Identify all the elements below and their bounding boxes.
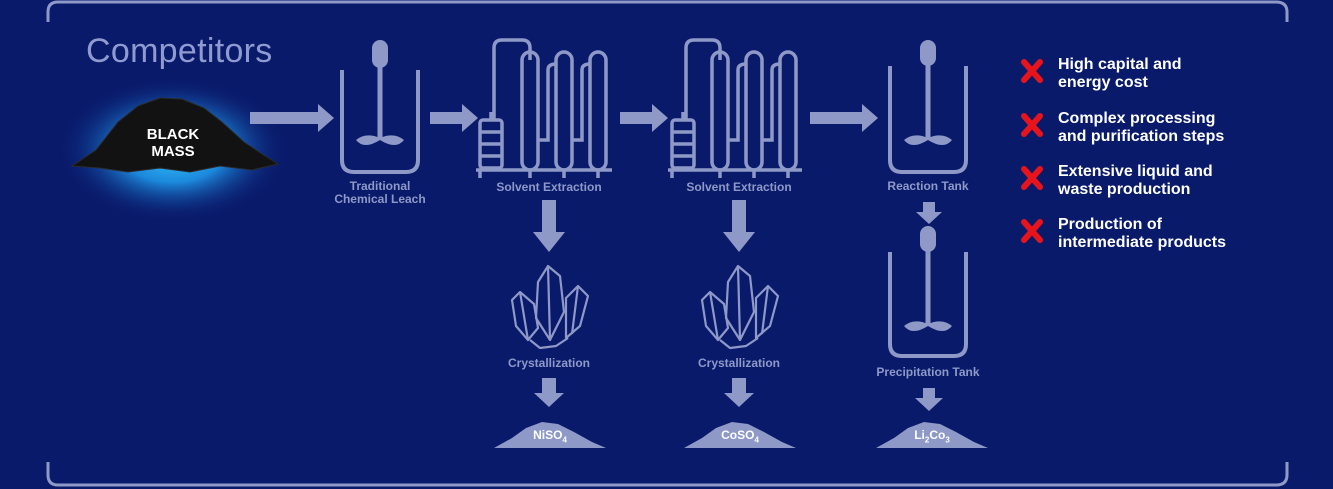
page-title: Competitors — [86, 32, 273, 70]
sx2-label: Solvent Extraction — [686, 180, 792, 194]
con-line2: intermediate products — [1058, 234, 1227, 251]
arrow-icon — [810, 104, 878, 132]
reaction-tank-label: Reaction Tank — [887, 179, 969, 193]
con-line1: Production of — [1058, 216, 1162, 233]
product-li2co3-sub2: 3 — [945, 435, 950, 445]
black-mass-pile-icon — [70, 97, 280, 173]
product-niso4-base: NiSO — [533, 428, 563, 442]
con-line1: Extensive liquid and — [1058, 163, 1213, 180]
arrow-icon — [620, 104, 668, 132]
powder-icon — [494, 422, 606, 448]
arrow-icon — [534, 378, 564, 407]
product-li2co3-base: Li — [914, 428, 925, 442]
con-text: High capital and energy cost — [1058, 56, 1318, 92]
powder-icon — [876, 422, 988, 448]
black-mass-label: BLACK MASS — [118, 126, 228, 160]
product-niso4-sub: 4 — [562, 435, 567, 445]
leach-label-line2: Chemical Leach — [334, 192, 426, 206]
con-text: Extensive liquid and waste production — [1058, 163, 1318, 199]
product-li2co3: Li2Co3 — [872, 428, 992, 444]
arrow-icon — [915, 388, 943, 411]
frame-bottom — [46, 462, 1289, 487]
crystal-icon — [510, 264, 590, 350]
product-coso4-base: CoSO — [721, 428, 755, 442]
cross-icon — [1021, 219, 1043, 243]
arrow-icon — [723, 200, 755, 252]
arrow-icon — [724, 378, 754, 407]
cryst1-label: Crystallization — [507, 356, 591, 370]
frame-top — [46, 0, 1289, 22]
leach-label-line1: Traditional — [349, 179, 411, 193]
product-li2co3-sub: 2 — [924, 435, 930, 445]
con-line2: energy cost — [1058, 74, 1148, 91]
cross-icon — [1021, 113, 1043, 137]
product-coso4: CoSO4 — [680, 428, 800, 444]
leach-tank-icon — [340, 40, 420, 174]
con-text: Complex processing and purification step… — [1058, 110, 1318, 146]
con-line1: Complex processing — [1058, 110, 1216, 127]
precipitation-tank-label: Precipitation Tank — [876, 365, 980, 379]
black-mass-line2: MASS — [151, 143, 195, 160]
solvent-extraction-column-icon — [476, 38, 612, 178]
product-coso4-sub: 4 — [754, 435, 759, 445]
arrow-icon — [250, 104, 334, 132]
cross-icon — [1021, 59, 1043, 83]
con-line2: waste production — [1058, 181, 1191, 198]
solvent-extraction-column-icon — [668, 38, 802, 178]
cross-icon — [1021, 166, 1043, 190]
leach-label: Traditional Chemical Leach — [330, 180, 430, 206]
precipitation-tank-icon — [888, 226, 968, 358]
black-mass-line1: BLACK — [146, 126, 200, 143]
product-li2co3-base2: Co — [929, 428, 946, 442]
arrow-icon — [533, 200, 565, 252]
reaction-tank-icon — [888, 40, 968, 174]
product-niso4: NiSO4 — [490, 428, 610, 444]
con-line1: High capital and — [1058, 56, 1182, 73]
con-line2: and purification steps — [1058, 128, 1225, 145]
arrow-icon — [916, 202, 942, 224]
arrow-icon — [430, 104, 478, 132]
con-text: Production of intermediate products — [1058, 216, 1318, 252]
cryst2-label: Crystallization — [697, 356, 781, 370]
sx1-label: Solvent Extraction — [496, 180, 602, 194]
crystal-icon — [700, 264, 780, 350]
powder-icon — [684, 422, 796, 448]
arrows — [250, 104, 943, 411]
